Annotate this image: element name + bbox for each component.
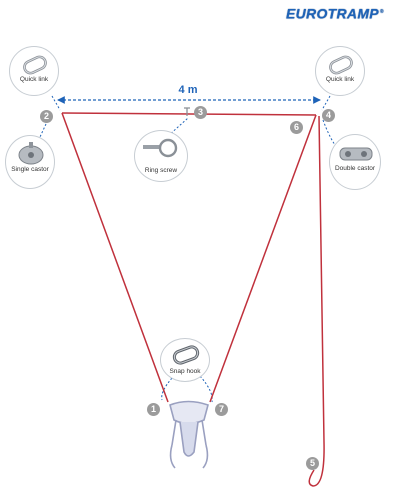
label-quick-link-right: Quick link xyxy=(325,76,355,83)
leader-snap-hook-right xyxy=(199,375,213,403)
ring-screw-icon xyxy=(143,138,178,158)
callout-snap-hook: Snap hook xyxy=(160,338,210,382)
rope-right xyxy=(209,114,317,403)
callout-single-castor: Single castor xyxy=(5,135,55,189)
rope-top xyxy=(61,112,317,116)
callout-quick-link-right: Quick link xyxy=(315,46,365,96)
label-single-castor: Single castor xyxy=(6,166,54,174)
leader-quick-link-left xyxy=(51,95,61,111)
label-double-castor-text: Double castor xyxy=(334,165,376,172)
rope xyxy=(61,112,325,487)
marker-7: 7 xyxy=(215,403,228,416)
double-castor-icon xyxy=(339,147,373,161)
marker-1: 1 xyxy=(147,403,160,416)
label-snap-hook: Snap hook xyxy=(169,368,201,375)
ring-screw-mount xyxy=(184,107,190,116)
callout-quick-link-left: Quick link xyxy=(9,46,59,96)
trademark-mark: ® xyxy=(379,9,384,15)
leader-single-castor xyxy=(39,123,47,138)
rope-free-end xyxy=(308,115,325,487)
leader-quick-link-right xyxy=(321,95,331,111)
callout-double-castor: Double castor xyxy=(329,134,381,190)
brand-logo: EUROTRAMP® xyxy=(286,3,384,22)
label-double-castor: Double castor xyxy=(330,165,380,173)
harness-icon xyxy=(169,400,209,469)
marker-5: 5 xyxy=(306,457,319,470)
single-castor-icon xyxy=(18,142,44,165)
marker-2: 2 xyxy=(40,110,53,123)
label-ring-screw: Ring screw xyxy=(144,167,178,174)
snap-hook-icon xyxy=(172,345,200,365)
brand-logo-text: EUROTRAMP xyxy=(286,5,379,22)
label-quick-link-left: Quick link xyxy=(19,76,49,83)
marker-6: 6 xyxy=(290,121,303,134)
marker-3: 3 xyxy=(194,106,207,119)
rope-left xyxy=(61,112,169,403)
callout-ring-screw: Ring screw xyxy=(134,130,188,182)
marker-4: 4 xyxy=(322,109,335,122)
dimension-label: 4 m xyxy=(178,84,198,96)
quick-link-icon xyxy=(23,55,47,75)
label-single-castor-text: Single castor xyxy=(11,166,49,173)
quick-link-icon xyxy=(329,55,353,75)
